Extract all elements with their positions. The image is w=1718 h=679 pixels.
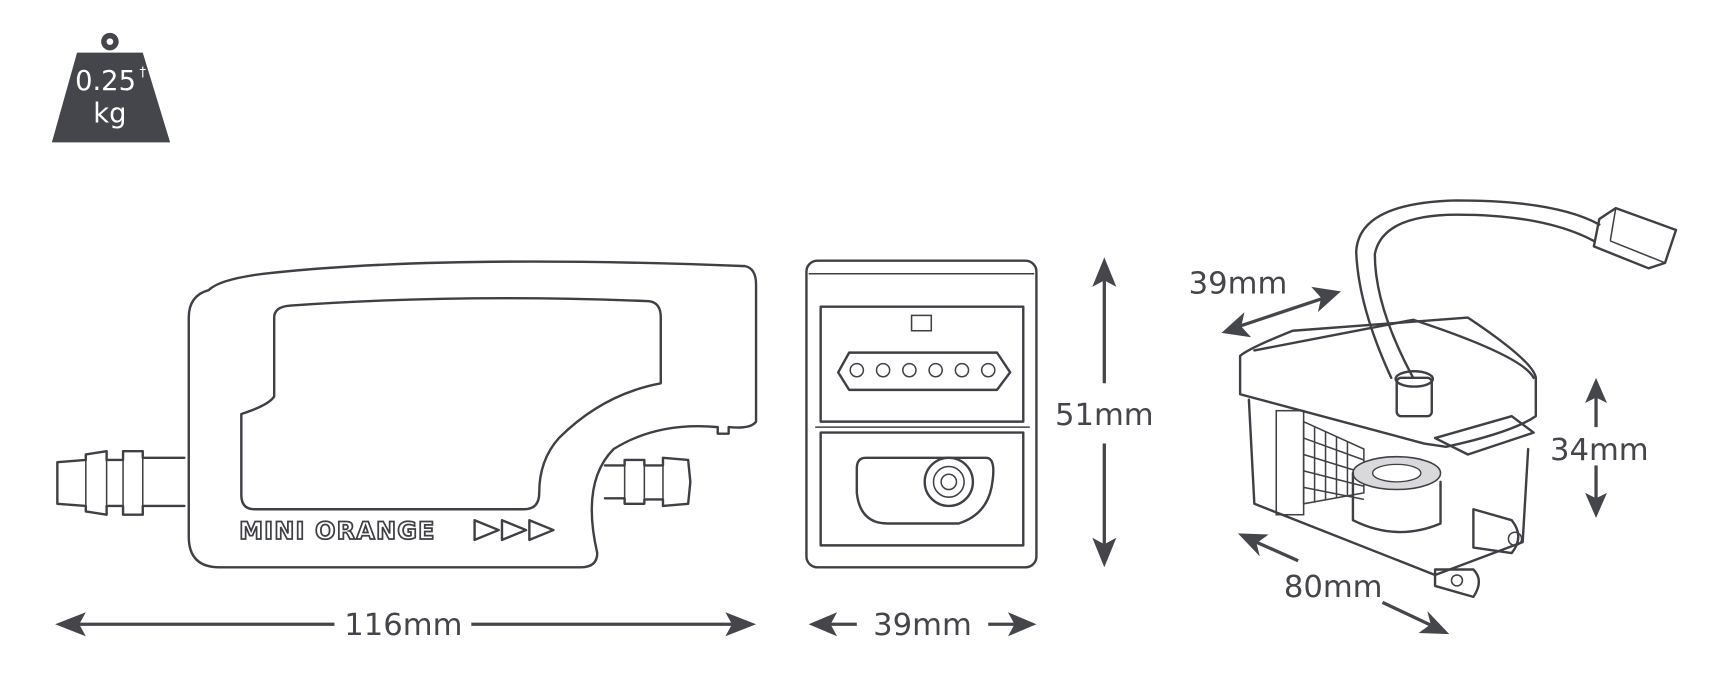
width-label-39: 39mm [873,608,972,643]
side-view-drawing: MINI ORANGE [56,260,758,569]
weight-value: 0.25 [75,66,136,97]
weight-unit: kg [93,99,126,130]
front-view-drawing [805,259,1038,569]
height-label-51: 51mm [1055,398,1154,433]
height-label-34: 34mm [1550,433,1649,468]
length-dimension-116: 116mm [55,608,757,643]
height-dimension-34: 34mm [1550,377,1649,519]
width-dimension-39: 39mm [808,608,1037,643]
length-label-80: 80mm [1284,570,1383,605]
height-dimension-51: 51mm [1055,257,1154,568]
weight-icon: 0.25 † kg [51,32,171,143]
depth-label-39: 39mm [1189,267,1288,302]
play-arrows-icon [473,518,555,542]
mesh-filter [1302,420,1365,505]
brand-label: MINI ORANGE [239,517,435,545]
length-label-116: 116mm [344,608,462,643]
connector-pins [849,362,996,378]
depth-dimension-39: 39mm [1189,267,1341,338]
isometric-view-drawing [1238,199,1678,599]
length-dimension-80: 80mm [1237,533,1450,635]
weight-mark: † [139,66,146,81]
